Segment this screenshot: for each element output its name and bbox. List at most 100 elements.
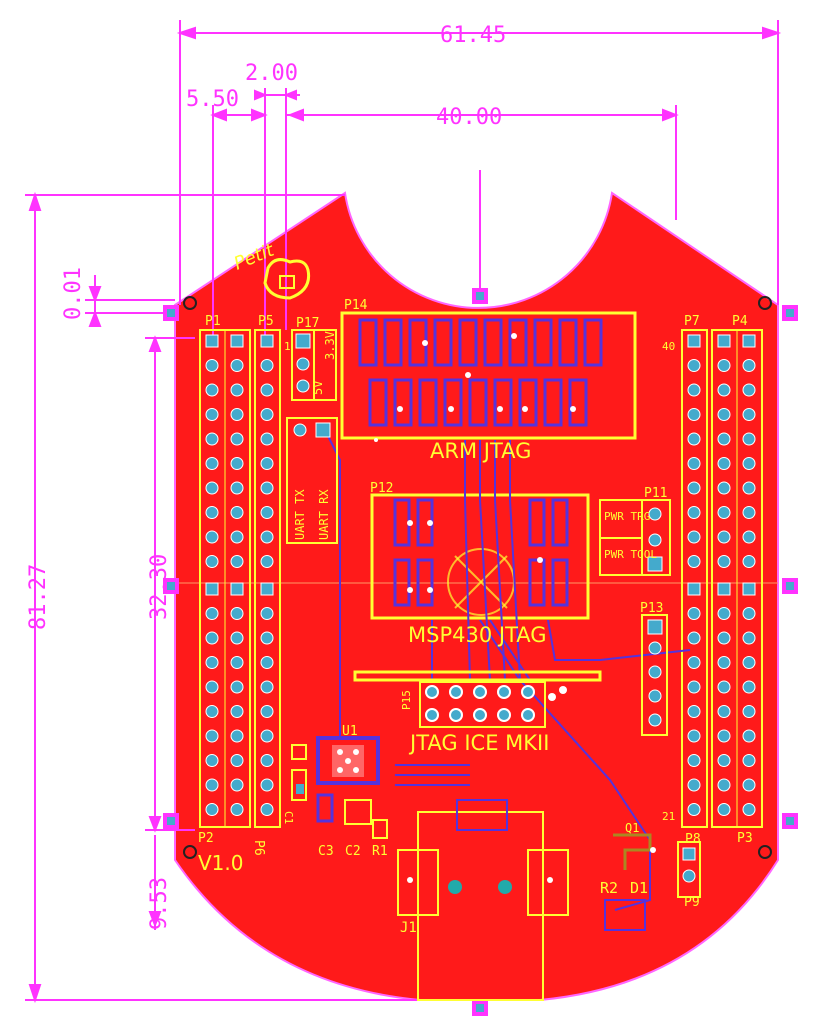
header-pin — [717, 359, 731, 372]
header-pin — [687, 803, 701, 816]
header-pin — [742, 432, 756, 446]
label-p4: P4 — [732, 314, 748, 329]
header-pin — [687, 359, 701, 372]
header-pin — [742, 530, 756, 544]
jumper-5v-label: 5V — [311, 381, 325, 395]
header-pin — [742, 506, 756, 519]
header-pin — [687, 432, 701, 446]
jumper-p17 — [291, 329, 337, 401]
dim-overall-width: 61.45 — [440, 23, 506, 48]
header-pin — [260, 803, 274, 816]
header-pin — [687, 334, 701, 348]
header-pin — [717, 432, 731, 446]
header-pin — [230, 506, 244, 519]
pin-headers — [199, 329, 763, 828]
jumper-33v-label: 3.3V — [323, 331, 337, 360]
mounting-markers — [163, 288, 798, 1016]
header-pin — [717, 729, 731, 743]
header-pin — [260, 457, 274, 470]
header-pin — [717, 555, 731, 568]
header-pin — [230, 555, 244, 568]
header-pin — [260, 607, 274, 620]
msp430-jtag-label: MSP430 JTAG — [408, 623, 547, 647]
header-pin — [260, 754, 274, 767]
header-pin — [205, 778, 219, 792]
header-pin — [687, 582, 701, 596]
pin-label-1: 1 — [284, 340, 291, 353]
dim-offset-left: 5.50 — [186, 87, 239, 112]
dim-bottom-offset: 9.53 — [147, 877, 172, 930]
header-pin — [205, 383, 219, 397]
label-c2: C2 — [345, 844, 361, 859]
uart-rx-label: UART RX — [317, 489, 331, 540]
header-pin — [260, 408, 274, 421]
label-r1: R1 — [372, 844, 388, 859]
header-pin — [230, 383, 244, 397]
header-pin — [717, 705, 731, 718]
header-pin — [687, 408, 701, 421]
header-pin — [205, 457, 219, 470]
header-pin — [687, 607, 701, 620]
header-pin — [717, 778, 731, 792]
pwr-trg-label: PWR TRG — [604, 510, 650, 523]
header-pin — [260, 729, 274, 743]
header-pin — [260, 631, 274, 645]
header-pin — [742, 334, 756, 348]
header-pin — [717, 506, 731, 519]
header-pin — [205, 803, 219, 816]
header-pin — [260, 359, 274, 372]
label-d1: D1 — [630, 879, 648, 897]
label-c1: C1 — [282, 811, 295, 824]
dim-connector-span: 40.00 — [436, 105, 502, 130]
header-pin — [230, 432, 244, 446]
header-pin — [230, 582, 244, 596]
header-pin — [205, 680, 219, 694]
header-pin — [742, 383, 756, 397]
header-pin — [742, 705, 756, 718]
header-pin — [687, 530, 701, 544]
header-pin — [742, 754, 756, 767]
header-pin — [742, 457, 756, 470]
label-p1: P1 — [205, 314, 221, 329]
header-pin — [260, 656, 274, 669]
header-pin — [687, 383, 701, 397]
header-pin — [687, 555, 701, 568]
u1-chip — [291, 736, 388, 839]
header-pin — [260, 383, 274, 397]
header-pin — [717, 680, 731, 694]
label-q1: Q1 — [625, 821, 639, 835]
pcb-traces — [324, 429, 691, 911]
label-p17: P17 — [296, 316, 319, 331]
header-pin — [205, 506, 219, 519]
jumper-p16 — [286, 417, 338, 544]
label-p13: P13 — [640, 601, 663, 616]
label-u1: U1 — [342, 724, 358, 739]
header-pin — [230, 705, 244, 718]
label-r2: R2 — [600, 879, 618, 897]
header-pin — [742, 359, 756, 372]
header-pin — [717, 530, 731, 544]
header-pin — [260, 481, 274, 495]
jumper-p13 — [641, 614, 668, 736]
pcb-board — [174, 191, 779, 1001]
label-p8: P8 — [685, 832, 701, 847]
header-pin — [230, 530, 244, 544]
dimension-lines — [25, 20, 782, 1004]
header-pin — [687, 778, 701, 792]
header-pin — [230, 656, 244, 669]
jumper-p11 — [599, 499, 671, 576]
header-pin — [687, 729, 701, 743]
header-pin — [687, 656, 701, 669]
label-p15: P15 — [400, 690, 413, 710]
header-pin — [230, 408, 244, 421]
header-pin — [205, 530, 219, 544]
header-pin — [717, 582, 731, 596]
header-pin — [205, 555, 219, 568]
header-pin — [742, 778, 756, 792]
header-pin — [717, 754, 731, 767]
jtag-ice-connector — [353, 670, 602, 728]
arm-jtag-footprint — [340, 311, 637, 442]
uart-tx-label: UART TX — [293, 489, 307, 540]
header-pin — [260, 705, 274, 718]
